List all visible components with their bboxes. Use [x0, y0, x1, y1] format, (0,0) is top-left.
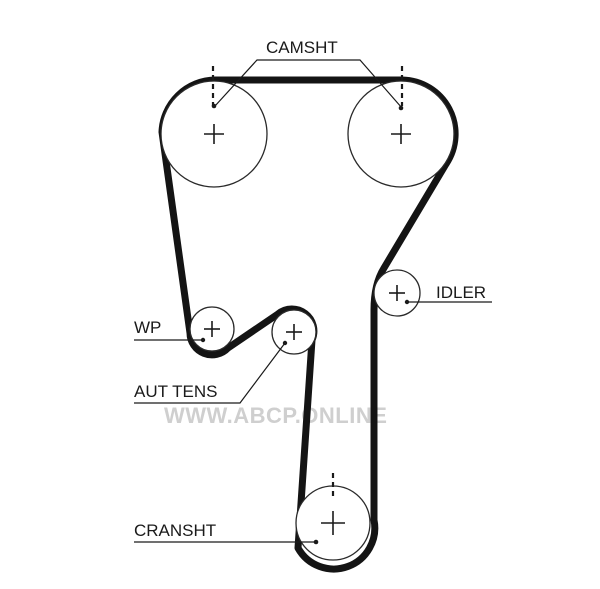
camshaft-right-mark-dot	[398, 105, 404, 111]
water-pump-pulley	[189, 306, 235, 352]
idler-label: IDLER	[436, 283, 486, 302]
water-pump-label: WP	[134, 318, 161, 337]
auto-tensioner-leader	[134, 342, 286, 404]
idler-pulley	[373, 269, 421, 317]
watermark: WWW.ABCP.ONLINE	[164, 403, 387, 428]
camshaft-leader	[214, 59, 403, 109]
camshaft-pulley-left	[160, 66, 268, 188]
camshaft-left-mark-dot	[211, 103, 217, 109]
camshaft-label: CAMSHT	[266, 38, 338, 57]
auto-tensioner-pulley	[271, 309, 317, 355]
crankshaft-pulley	[295, 473, 371, 561]
camshaft-pulley-right	[347, 66, 455, 188]
crankshaft-label: CRANSHT	[134, 521, 216, 540]
auto-tensioner-label: AUT TENS	[134, 382, 217, 401]
